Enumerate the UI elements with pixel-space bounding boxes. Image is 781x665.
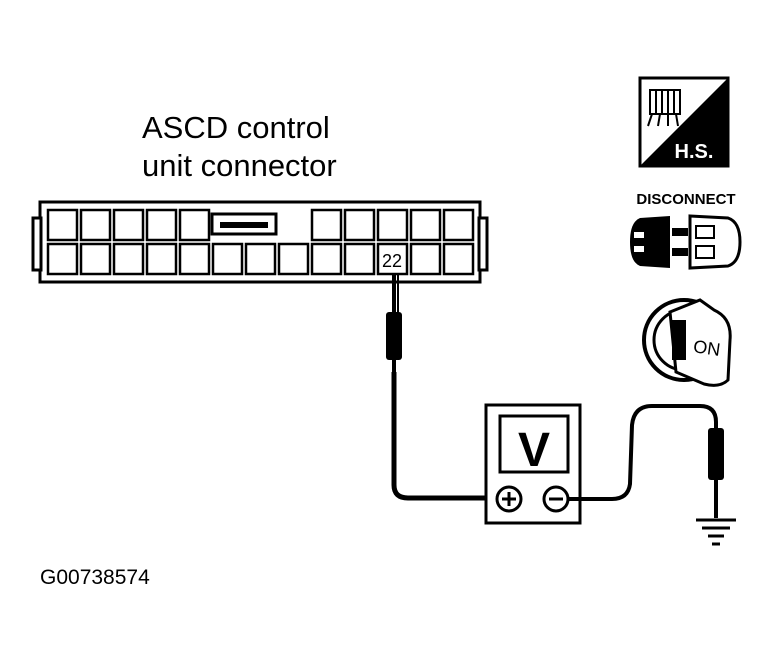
connector-cavity	[79, 208, 112, 242]
connector-latch-slot	[220, 222, 268, 228]
connector-cavity	[442, 242, 475, 276]
connector-cavity	[409, 242, 442, 276]
connector-cavity	[310, 208, 343, 242]
connector-cavity	[145, 242, 178, 276]
connector-cavity	[178, 242, 211, 276]
connector-cavity	[442, 208, 475, 242]
ignition-on-icon: ON	[642, 298, 732, 387]
connector-label-line1: ASCD control	[142, 110, 330, 145]
voltmeter: V	[484, 403, 582, 525]
connector-cavity	[409, 208, 442, 242]
connector-cavity	[244, 242, 277, 276]
connector-cavity	[46, 242, 79, 276]
connector-label-line2: unit connector	[142, 148, 337, 183]
positive-probe	[386, 312, 402, 360]
connector-cavity	[376, 242, 409, 276]
harness-side-label: H.S.	[675, 141, 714, 163]
negative-probe	[708, 428, 724, 480]
connector: 22	[31, 200, 489, 284]
pin-number-label: 22	[382, 251, 402, 271]
disconnect-icon: DISCONNECT	[630, 191, 742, 270]
connector-cavity	[79, 242, 112, 276]
connector-cells	[46, 208, 475, 276]
figure-code: G00738574	[40, 566, 150, 589]
connector-cavity	[277, 242, 310, 276]
connector-cavity	[343, 242, 376, 276]
connector-cavity	[112, 208, 145, 242]
connector-cavity	[343, 208, 376, 242]
connector-cavity	[310, 242, 343, 276]
connector-cavity	[112, 242, 145, 276]
voltmeter-unit: V	[518, 424, 550, 477]
positive-lead	[386, 274, 506, 501]
connector-cavity	[178, 208, 211, 242]
harness-side-icon: H.S.	[638, 76, 730, 168]
ignition-label: ON	[692, 336, 722, 360]
connector-cavity	[211, 242, 244, 276]
negative-lead	[568, 404, 724, 518]
disconnect-label: DISCONNECT	[636, 191, 735, 208]
connector-cavity	[145, 208, 178, 242]
ground-icon	[696, 518, 736, 546]
voltmeter-display	[498, 414, 570, 474]
connector-cavity	[46, 208, 79, 242]
connector-cavity	[376, 208, 409, 242]
